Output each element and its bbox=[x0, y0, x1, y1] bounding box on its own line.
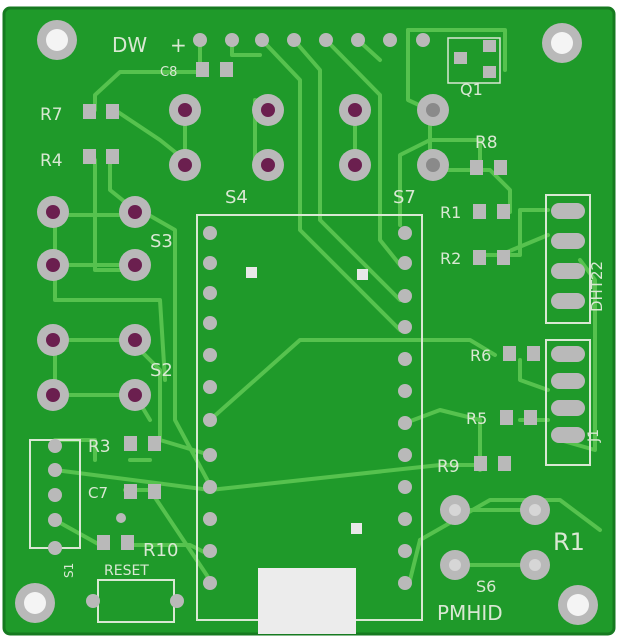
smd-pads bbox=[83, 40, 540, 550]
label-r7: R7 bbox=[40, 105, 63, 125]
label-dht22: DHT22 bbox=[588, 261, 606, 312]
q1-outline bbox=[447, 37, 501, 84]
switch-s7 bbox=[339, 94, 449, 181]
label-r8: R8 bbox=[475, 133, 498, 153]
label-r9: R9 bbox=[437, 457, 460, 477]
label-j1: J1 bbox=[586, 429, 602, 443]
mcu-footprint bbox=[196, 214, 423, 634]
silkscreen: DW + C8 R7 R4 S4 S7 Q1 R8 R1 R2 S3 DHT22… bbox=[40, 33, 606, 625]
label-r5: R5 bbox=[466, 409, 487, 428]
label-s3: S3 bbox=[150, 231, 173, 252]
label-s4: S4 bbox=[225, 187, 248, 208]
top-header bbox=[193, 33, 430, 47]
label-r2: R2 bbox=[440, 249, 461, 268]
label-c7: C7 bbox=[88, 484, 108, 502]
j1-connector bbox=[545, 339, 591, 466]
label-s1: S1 bbox=[62, 563, 76, 578]
label-pmhid: PMHID bbox=[437, 601, 503, 625]
usb-pad bbox=[258, 568, 356, 634]
label-r10: R10 bbox=[143, 540, 178, 561]
label-s7: S7 bbox=[393, 187, 416, 208]
reset-button-footprint bbox=[86, 579, 184, 623]
switch-s2 bbox=[37, 324, 151, 411]
switch-s4 bbox=[169, 94, 284, 181]
dht22-connector bbox=[545, 194, 591, 324]
switch-s6 bbox=[440, 495, 550, 580]
label-s2: S2 bbox=[150, 360, 173, 381]
s1-connector bbox=[29, 439, 126, 555]
label-plus: + bbox=[170, 33, 187, 57]
label-r1: R1 bbox=[440, 203, 461, 222]
label-q1: Q1 bbox=[460, 80, 483, 99]
board-substrate bbox=[4, 8, 614, 634]
label-r1-pot: R1 bbox=[553, 528, 585, 556]
label-c8: C8 bbox=[160, 65, 177, 80]
label-s6: S6 bbox=[476, 577, 496, 596]
label-r3: R3 bbox=[88, 437, 111, 457]
mounting-holes bbox=[15, 20, 598, 625]
label-r4: R4 bbox=[40, 151, 63, 171]
label-reset: RESET bbox=[104, 563, 149, 579]
switch-s3 bbox=[37, 196, 151, 281]
label-dw: DW bbox=[112, 33, 147, 57]
tactile-pads bbox=[37, 94, 550, 580]
label-r6: R6 bbox=[470, 346, 491, 365]
